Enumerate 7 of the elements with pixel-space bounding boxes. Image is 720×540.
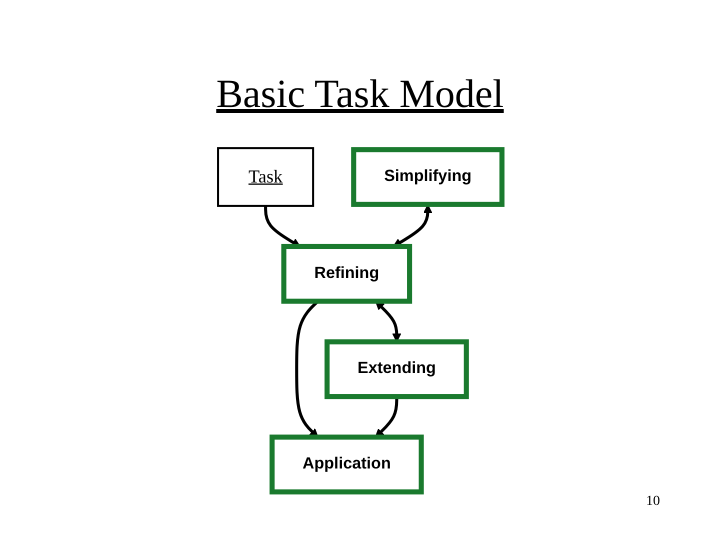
- process-box: Refining: [281, 244, 412, 304]
- slide-title: Basic Task Model: [215, 70, 505, 117]
- process-box: Task: [217, 147, 314, 207]
- process-box: Extending: [324, 339, 469, 400]
- process-box: Simplifying: [351, 147, 504, 207]
- page-number: 10: [646, 494, 660, 509]
- process-box: Application: [270, 434, 424, 494]
